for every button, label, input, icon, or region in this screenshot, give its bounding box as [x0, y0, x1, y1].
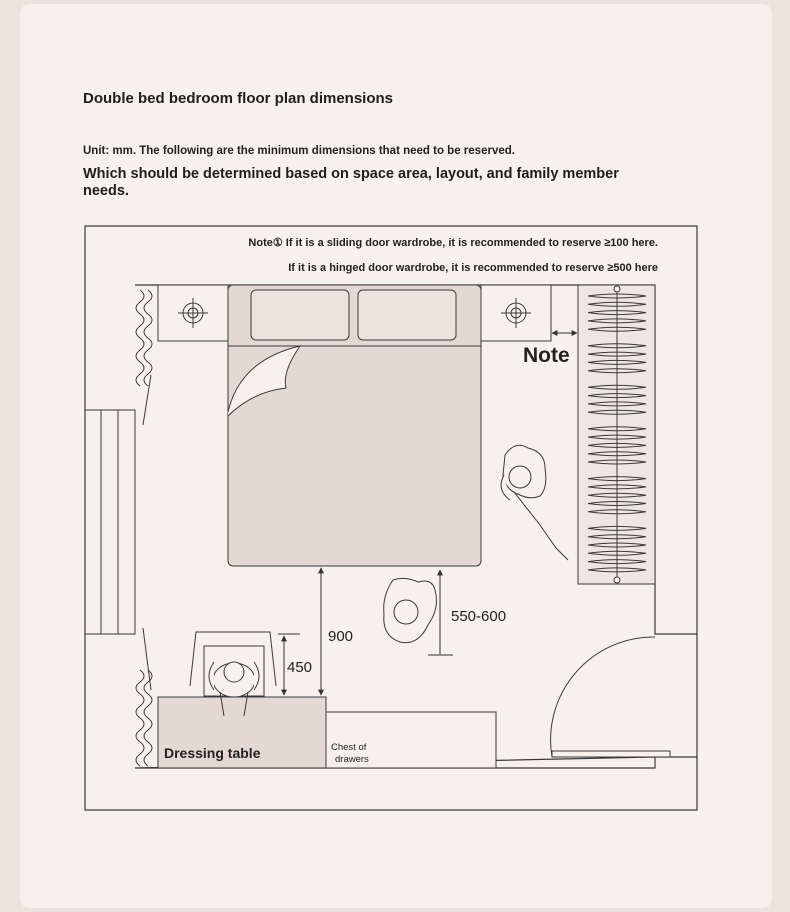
- note-line-2: If it is a hinged door wardrobe, it is r…: [288, 262, 658, 274]
- seated-person-dressing: [208, 661, 260, 717]
- hanger: [587, 484, 647, 490]
- hanger: [587, 459, 647, 465]
- dressing-table-label: Dressing table: [164, 745, 261, 761]
- dimension-450: [278, 633, 300, 696]
- hanger: [587, 318, 647, 324]
- curtain-bottom: [135, 627, 153, 767]
- unit-note: Unit: mm. The following are the minimum …: [83, 145, 515, 157]
- subtitle: Which should be determined based on spac…: [83, 166, 619, 199]
- hanger: [587, 409, 647, 415]
- hanger: [587, 542, 647, 548]
- rail-end: [613, 576, 621, 584]
- page-title: Double bed bedroom floor plan dimensions: [83, 90, 394, 107]
- hanger: [587, 476, 647, 482]
- hanger: [587, 393, 647, 399]
- hanger: [587, 401, 647, 407]
- hanger: [587, 301, 647, 307]
- dimension-550-600-label: 550-600: [451, 608, 506, 625]
- hanger: [587, 509, 647, 515]
- rail-end: [613, 285, 621, 293]
- hanger: [587, 492, 647, 498]
- hanger: [587, 343, 647, 349]
- nightstand-left: [157, 284, 229, 342]
- hanger: [587, 351, 647, 357]
- person-seated: [383, 577, 437, 644]
- dimension-900-label: 900: [328, 628, 353, 645]
- hanger: [587, 384, 647, 390]
- dimension-550-600: [428, 569, 453, 656]
- hanger: [587, 310, 647, 316]
- chest-label-line-2: drawers: [335, 754, 369, 765]
- chest-label-line-1: Chest of: [331, 742, 367, 753]
- hanger: [587, 326, 647, 332]
- hanger: [587, 442, 647, 448]
- hanger: [587, 525, 647, 531]
- dimension-450-label: 450: [287, 659, 312, 676]
- hanger: [587, 534, 647, 540]
- window: [84, 409, 136, 635]
- nightstand-right: [480, 284, 552, 342]
- hanger: [587, 550, 647, 556]
- hanger: [587, 501, 647, 506]
- hanger: [587, 559, 647, 565]
- hanger: [587, 293, 647, 299]
- hanger: [587, 451, 647, 457]
- double-bed: [227, 284, 482, 567]
- wardrobe: [577, 284, 656, 585]
- note-tag: Note: [523, 344, 570, 367]
- person-standing: [500, 444, 569, 561]
- note-line-1: Note① If it is a sliding door wardrobe, …: [248, 237, 658, 249]
- chest-of-drawers: [325, 711, 497, 769]
- curtain-top: [135, 289, 153, 426]
- hanger: [587, 426, 647, 432]
- door: [550, 636, 671, 758]
- hanger: [587, 434, 647, 440]
- hanger: [587, 567, 647, 573]
- hanger: [587, 368, 647, 374]
- hanger: [587, 359, 647, 365]
- dressing-table: [157, 696, 327, 769]
